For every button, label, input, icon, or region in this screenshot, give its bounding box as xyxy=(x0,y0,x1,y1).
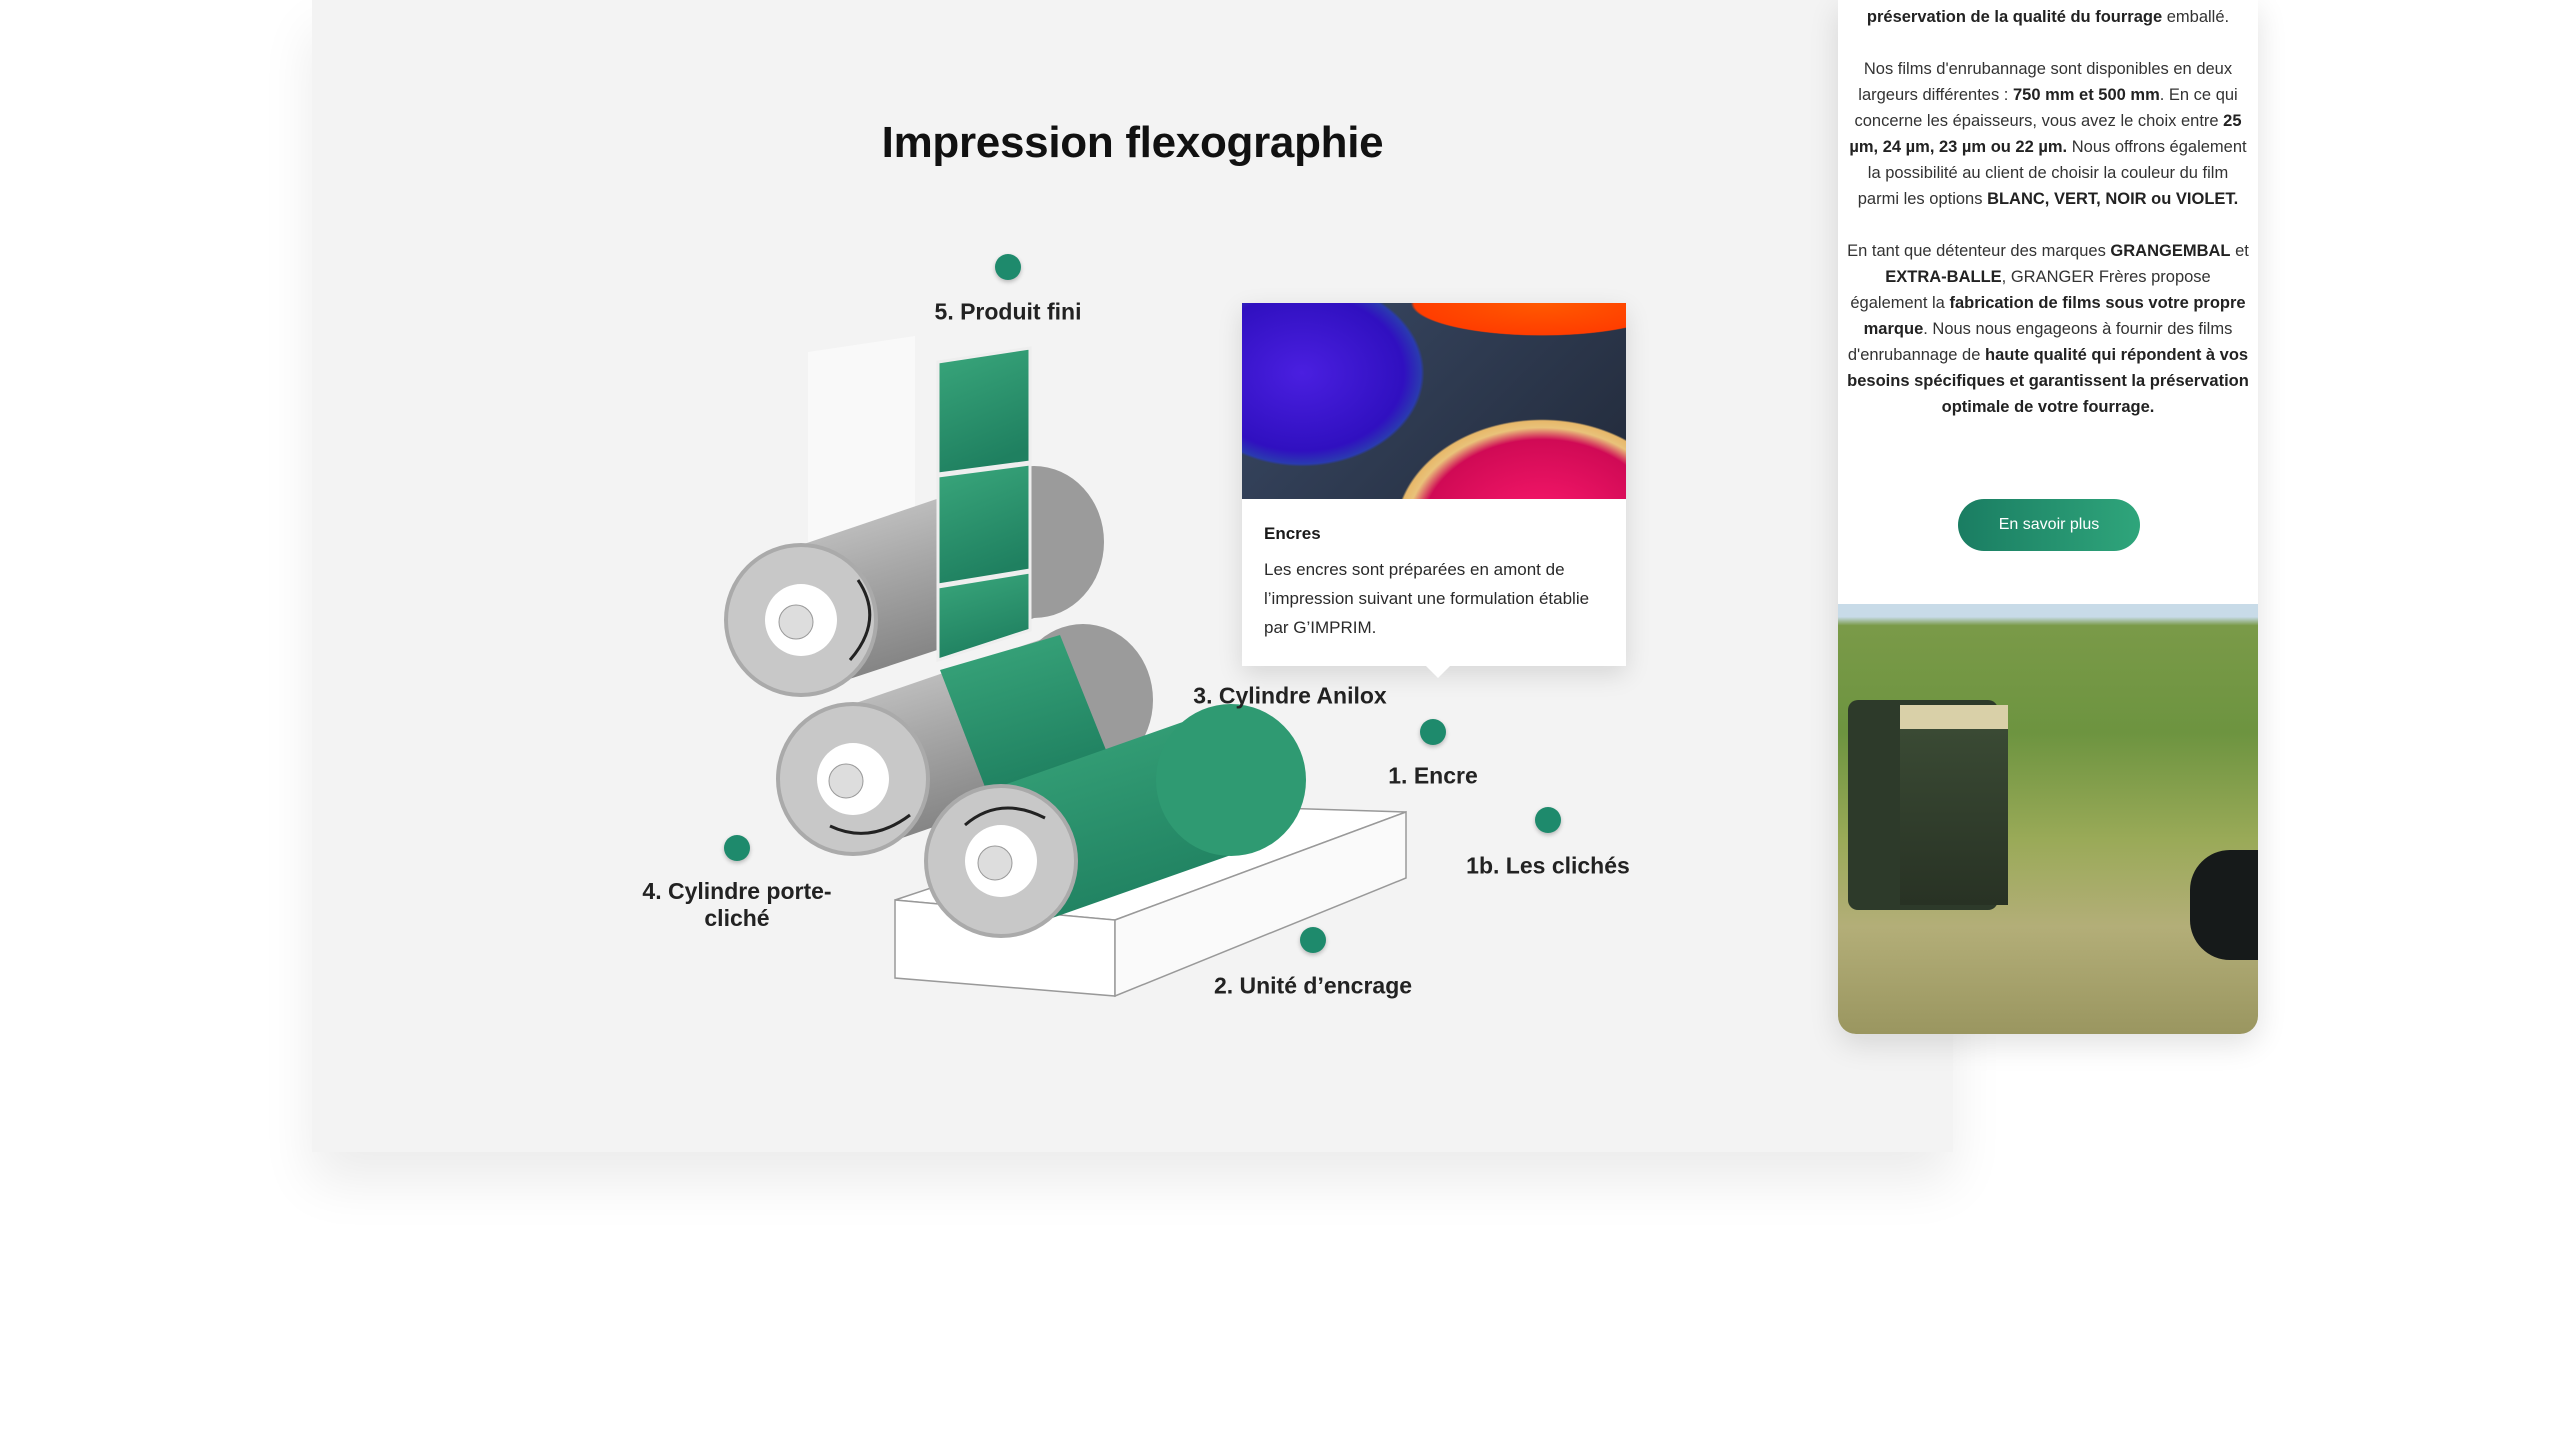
text: . Nous nous engageons à fournir des film… xyxy=(1847,320,2233,364)
hotspot-porte-cliche[interactable] xyxy=(724,835,750,861)
text-bold: 750 mm et 500 mm xyxy=(2012,86,2160,104)
text-bold: préservation de la qualité du fourrage xyxy=(1866,8,2163,26)
text: Nous offrons également la possibilité au… xyxy=(1857,138,2247,208)
text-bold: EXTRA-BALLE xyxy=(1885,268,2002,286)
popup-text: Les encres sont préparées en amont de l’… xyxy=(1264,560,1590,637)
text: et xyxy=(2230,242,2249,260)
side-description: préservation de la qualité du fourrage e… xyxy=(1846,4,2250,446)
hotspot-encre[interactable] xyxy=(1420,719,1446,745)
label-cliches: 1b. Les clichés xyxy=(1466,852,1630,879)
text-bold: BLANC, VERT, NOIR ou VIOLET. xyxy=(1987,190,2239,208)
hotspot-popup: Encres Les encres sont préparées en amon… xyxy=(1242,303,1626,678)
popup-title: Encres xyxy=(1264,524,1321,543)
label-produit-fini: 5. Produit fini xyxy=(934,298,1082,325)
hotspot-cliches[interactable] xyxy=(1535,807,1561,833)
paper-sheet xyxy=(808,336,915,560)
text: Nos films d'enrubannage sont disponibles… xyxy=(1858,60,2233,104)
page-title: Impression flexographie xyxy=(881,118,1384,167)
bale-shape xyxy=(2190,850,2258,960)
text-bold: GRANGEMBAL xyxy=(2110,242,2231,260)
anilox-roller xyxy=(924,704,1306,938)
side-panel: préservation de la qualité du fourrage e… xyxy=(1838,0,2258,1034)
learn-more-button[interactable]: En savoir plus xyxy=(1958,499,2140,551)
baler-shape xyxy=(1900,705,2008,905)
hotspot-encrage[interactable] xyxy=(1300,927,1326,953)
plate-cylinder xyxy=(776,624,1153,856)
text: . En ce qui concerne les épaisseurs, vou… xyxy=(1854,86,2238,130)
printed-film xyxy=(936,346,1032,663)
text-bold: 25 µm, 24 µm, 23 µm ou 22 µm. xyxy=(1849,112,2242,156)
text: , GRANGER Frères propose également la xyxy=(1850,268,2211,312)
label-encrage: 2. Unité d’encrage xyxy=(1213,972,1413,999)
label-anilox: 3. Cylindre Anilox xyxy=(1193,682,1387,709)
label-porte-cliche: 4. Cylindre porte-cliché xyxy=(642,878,832,931)
text-bold: haute qualité qui répondent à vos besoin… xyxy=(1847,346,2249,416)
label-encre: 1. Encre xyxy=(1388,762,1478,789)
ink-cans-image xyxy=(1242,303,1626,499)
hotspot-produit-fini[interactable] xyxy=(995,254,1021,280)
text-bold: fabrication de films sous votre propre m… xyxy=(1863,294,2246,338)
text: emballé. xyxy=(2162,8,2230,26)
text: En tant que détenteur des marques xyxy=(1847,242,2111,260)
